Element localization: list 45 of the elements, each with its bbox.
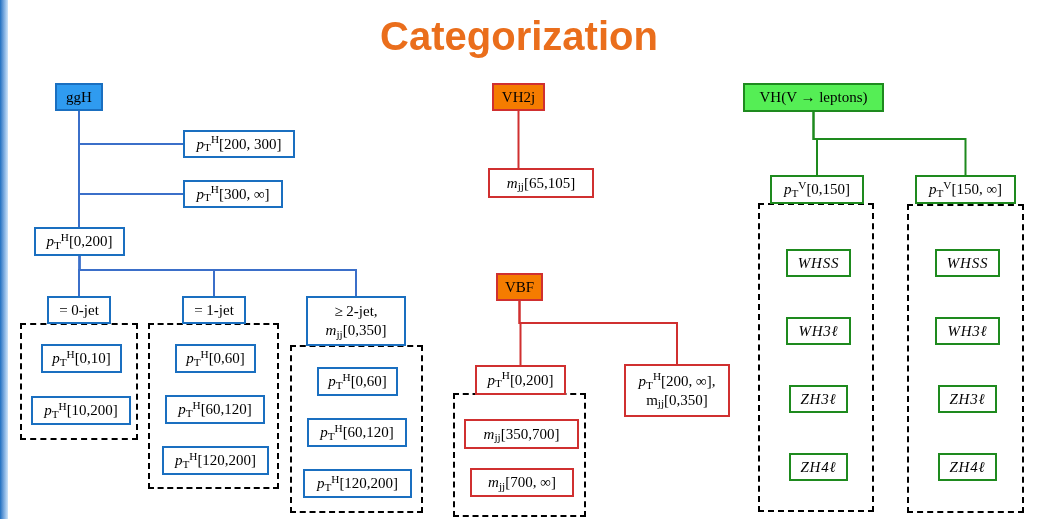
- connector: [518, 300, 678, 365]
- selection-box: = 0-jet: [47, 296, 111, 324]
- selection-box: p$_{T}$$^{H}$[60,120]: [165, 395, 265, 424]
- selection-box: m$_{jj}$[65,105]: [488, 168, 594, 198]
- selection-box: p$_{T}$$^{V}$[0,150]: [770, 175, 864, 204]
- selection-box: p$_{T}$$^{H}$[60,120]: [307, 418, 407, 447]
- selection-box: p$_{T}$$^{H}$[200, ∞], m$_{jj}$[0,350]: [624, 364, 730, 417]
- selection-box: p$_{T}$$^{H}$[200, 300]: [183, 130, 295, 158]
- channel-box: ZH3ℓ: [789, 385, 848, 413]
- selection-box: p$_{T}$$^{H}$[300, ∞]: [183, 180, 283, 208]
- connector: [812, 111, 967, 176]
- selection-box: p$_{T}$$^{H}$[0,60]: [175, 344, 256, 373]
- connector: [78, 110, 80, 228]
- selection-box: p$_{T}$$^{H}$[0,10]: [41, 344, 122, 373]
- channel-box: WHSS: [935, 249, 1000, 277]
- selection-box: p$_{T}$$^{H}$[0,200]: [475, 365, 566, 395]
- connector: [78, 255, 357, 297]
- group-frame: [290, 345, 423, 513]
- channel-box: WH3ℓ: [786, 317, 851, 345]
- title: Categorization: [379, 13, 659, 60]
- selection-box: p$_{T}$$^{V}$[150, ∞]: [915, 175, 1016, 204]
- selection-box: = 1-jet: [182, 296, 246, 324]
- category-box: VBF: [496, 273, 543, 301]
- category-box: VH2j: [492, 83, 545, 111]
- group-frame: [20, 323, 138, 440]
- channel-box: WH3ℓ: [935, 317, 1000, 345]
- category-box: VH(V → leptons): [743, 83, 884, 112]
- selection-box: m$_{jj}$[350,700]: [464, 419, 579, 449]
- group-frame: [907, 204, 1024, 513]
- selection-box: p$_{T}$$^{H}$[10,200]: [31, 396, 131, 425]
- channel-box: WHSS: [786, 249, 851, 277]
- group-frame: [758, 203, 874, 512]
- connector: [517, 110, 520, 169]
- selection-box: p$_{T}$$^{H}$[120,200]: [162, 446, 269, 475]
- category-box: ggH: [55, 83, 103, 111]
- channel-box: ZH3ℓ: [938, 385, 997, 413]
- selection-box: m$_{jj}$[700, ∞]: [470, 468, 574, 497]
- selection-box: p$_{T}$$^{H}$[0,200]: [34, 227, 125, 256]
- selection-box: p$_{T}$$^{H}$[0,60]: [317, 367, 398, 396]
- group-frame: [453, 393, 586, 517]
- selection-box: p$_{T}$$^{H}$[120,200]: [303, 469, 412, 498]
- group-frame: [148, 323, 279, 489]
- selection-box: ≥ 2-jet, m$_{jj}$[0,350]: [306, 296, 406, 346]
- channel-box: ZH4ℓ: [789, 453, 848, 481]
- channel-box: ZH4ℓ: [938, 453, 997, 481]
